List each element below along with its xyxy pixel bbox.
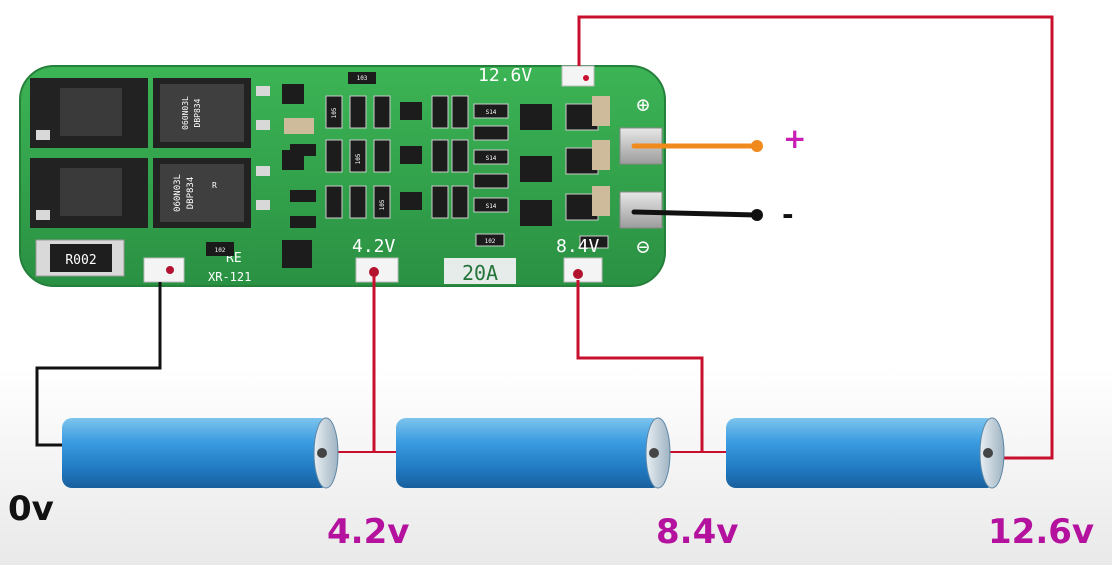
wire-0v bbox=[35, 282, 162, 447]
current-rating-box bbox=[444, 258, 516, 284]
negative-lead-wire bbox=[631, 209, 759, 218]
silk-4v2: 4.2V bbox=[352, 236, 396, 257]
voltage-label-4v2: 4.2v bbox=[327, 512, 409, 552]
resistor-column-3: 105 bbox=[373, 95, 391, 219]
current-rating-label: 20A bbox=[462, 261, 498, 285]
mosfet-group: 060N03L DBP834 060N03L DBP834 R bbox=[30, 78, 270, 228]
wire-12v6 bbox=[577, 15, 1054, 460]
mosfet-marking-5: R bbox=[212, 181, 217, 190]
wiring bbox=[35, 15, 1054, 460]
bms-board: 060N03L DBP834 060N03L DBP834 R R002 XR-… bbox=[19, 65, 666, 287]
transistor-column bbox=[400, 95, 469, 219]
ic-code-1: S14 bbox=[486, 109, 497, 116]
resistor-code-3: 105 bbox=[379, 199, 386, 210]
wire-8v4 bbox=[576, 280, 704, 452]
mosfet-marking-2: DBP834 bbox=[193, 98, 202, 127]
negative-symbol: - bbox=[782, 198, 794, 231]
mosfet-marking-3: 060N03L bbox=[173, 174, 183, 212]
small-code-label: 102 bbox=[215, 247, 226, 254]
voltage-label-12v6: 12.6v bbox=[988, 512, 1094, 552]
positive-lead-tip bbox=[751, 140, 763, 152]
b-minus-pad bbox=[143, 257, 185, 283]
shunt-marking: R002 bbox=[65, 253, 96, 268]
model-label: XR-121 bbox=[208, 270, 251, 284]
resistor-column-1: 105 bbox=[325, 95, 343, 219]
battery-2 bbox=[396, 417, 671, 489]
battery-1-body bbox=[62, 418, 330, 488]
battery-2-body bbox=[396, 418, 662, 488]
resistor-code-2: 105 bbox=[355, 153, 362, 164]
plus-pad-symbol: ⊕ bbox=[636, 93, 649, 118]
mosfet-marking-1: 060N03L bbox=[181, 96, 190, 130]
battery-1 bbox=[62, 417, 339, 489]
small-code-label-2: 102 bbox=[485, 238, 496, 245]
b3-pad bbox=[561, 65, 595, 87]
ic-code-3: S14 bbox=[486, 203, 497, 210]
positive-symbol: + bbox=[783, 122, 806, 155]
protection-ics bbox=[520, 96, 610, 249]
negative-lead-tip bbox=[751, 209, 763, 221]
voltage-label-0v: 0v bbox=[8, 489, 54, 529]
component-field: 103 105 105 105 bbox=[282, 72, 610, 268]
ic-code-2: S14 bbox=[486, 155, 497, 162]
minus-pad-symbol: ⊖ bbox=[636, 235, 649, 260]
mosfet-marking-4: DBP834 bbox=[186, 177, 196, 210]
shunt-resistor: R002 bbox=[35, 239, 125, 277]
battery-3-body bbox=[726, 418, 996, 488]
ic-column: S14 S14 S14 102 bbox=[473, 103, 509, 247]
resistor-column-2: 105 bbox=[349, 95, 367, 219]
voltage-label-8v4: 8.4v bbox=[656, 512, 738, 552]
small-code2-label: 103 bbox=[357, 75, 368, 82]
silk-8v4: 8.4V bbox=[556, 236, 600, 257]
b2-pad bbox=[563, 257, 603, 283]
resistor-code-1: 105 bbox=[331, 107, 338, 118]
output-leads: + - bbox=[631, 122, 806, 231]
battery-3 bbox=[726, 417, 1005, 489]
silk-12v6: 12.6V bbox=[478, 65, 532, 86]
